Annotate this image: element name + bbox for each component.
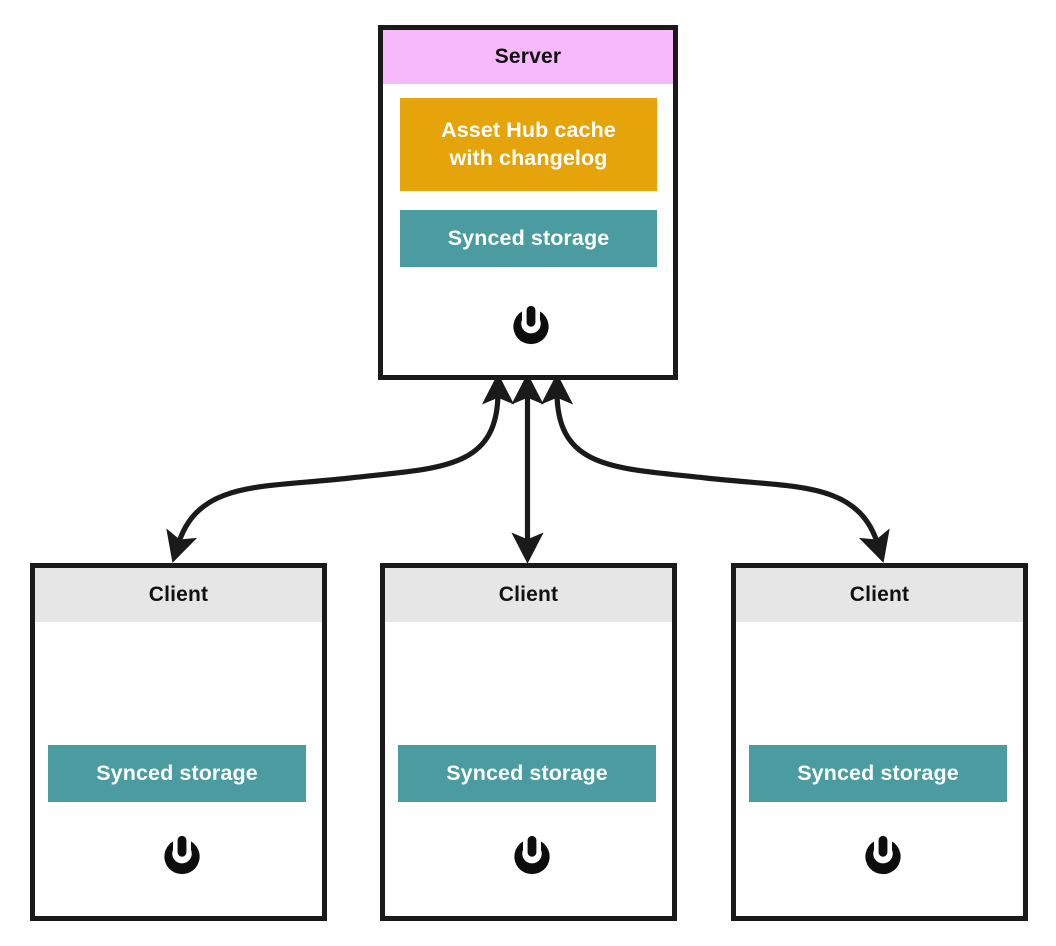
client-node-2[interactable]: Client Synced storage (380, 563, 677, 921)
client-2-synced-storage-label: Synced storage (446, 760, 608, 785)
client-node-1[interactable]: Client Synced storage (30, 563, 327, 921)
client-1-header-label: Client (148, 583, 209, 606)
client-node-3[interactable]: Client Synced storage (731, 563, 1028, 921)
server-node[interactable]: Server Asset Hub cache with changelog Sy… (378, 25, 678, 380)
client-2-power-icon[interactable] (509, 832, 555, 878)
client-3-power-icon[interactable] (860, 832, 906, 878)
server-power-icon[interactable] (508, 302, 554, 348)
server-cache-label: Asset Hub cache with changelog (441, 117, 616, 172)
server-asset-hub-cache-chip[interactable]: Asset Hub cache with changelog (400, 98, 657, 191)
server-cache-line-1: Asset Hub cache (441, 117, 616, 142)
server-synced-storage-label: Synced storage (447, 225, 610, 250)
client-1-header: Client (35, 568, 322, 622)
client-2-header-label: Client (498, 583, 559, 606)
server-header-label: Server (494, 45, 562, 68)
client-2-header: Client (385, 568, 672, 622)
client-3-header-label: Client (849, 583, 910, 606)
client-3-header: Client (736, 568, 1023, 622)
client-1-synced-storage-chip[interactable]: Synced storage (48, 745, 306, 802)
client-1-power-icon[interactable] (159, 832, 205, 878)
client-3-synced-storage-label: Synced storage (797, 760, 959, 785)
client-1-synced-storage-label: Synced storage (96, 760, 258, 785)
server-header: Server (383, 30, 673, 84)
connector-server-to-client-3 (540, 373, 890, 563)
server-cache-line-2: with changelog (449, 145, 608, 170)
client-2-synced-storage-chip[interactable]: Synced storage (398, 745, 656, 802)
server-synced-storage-chip[interactable]: Synced storage (400, 210, 657, 267)
connector-server-to-client-1 (166, 373, 515, 563)
client-3-synced-storage-chip[interactable]: Synced storage (749, 745, 1007, 802)
